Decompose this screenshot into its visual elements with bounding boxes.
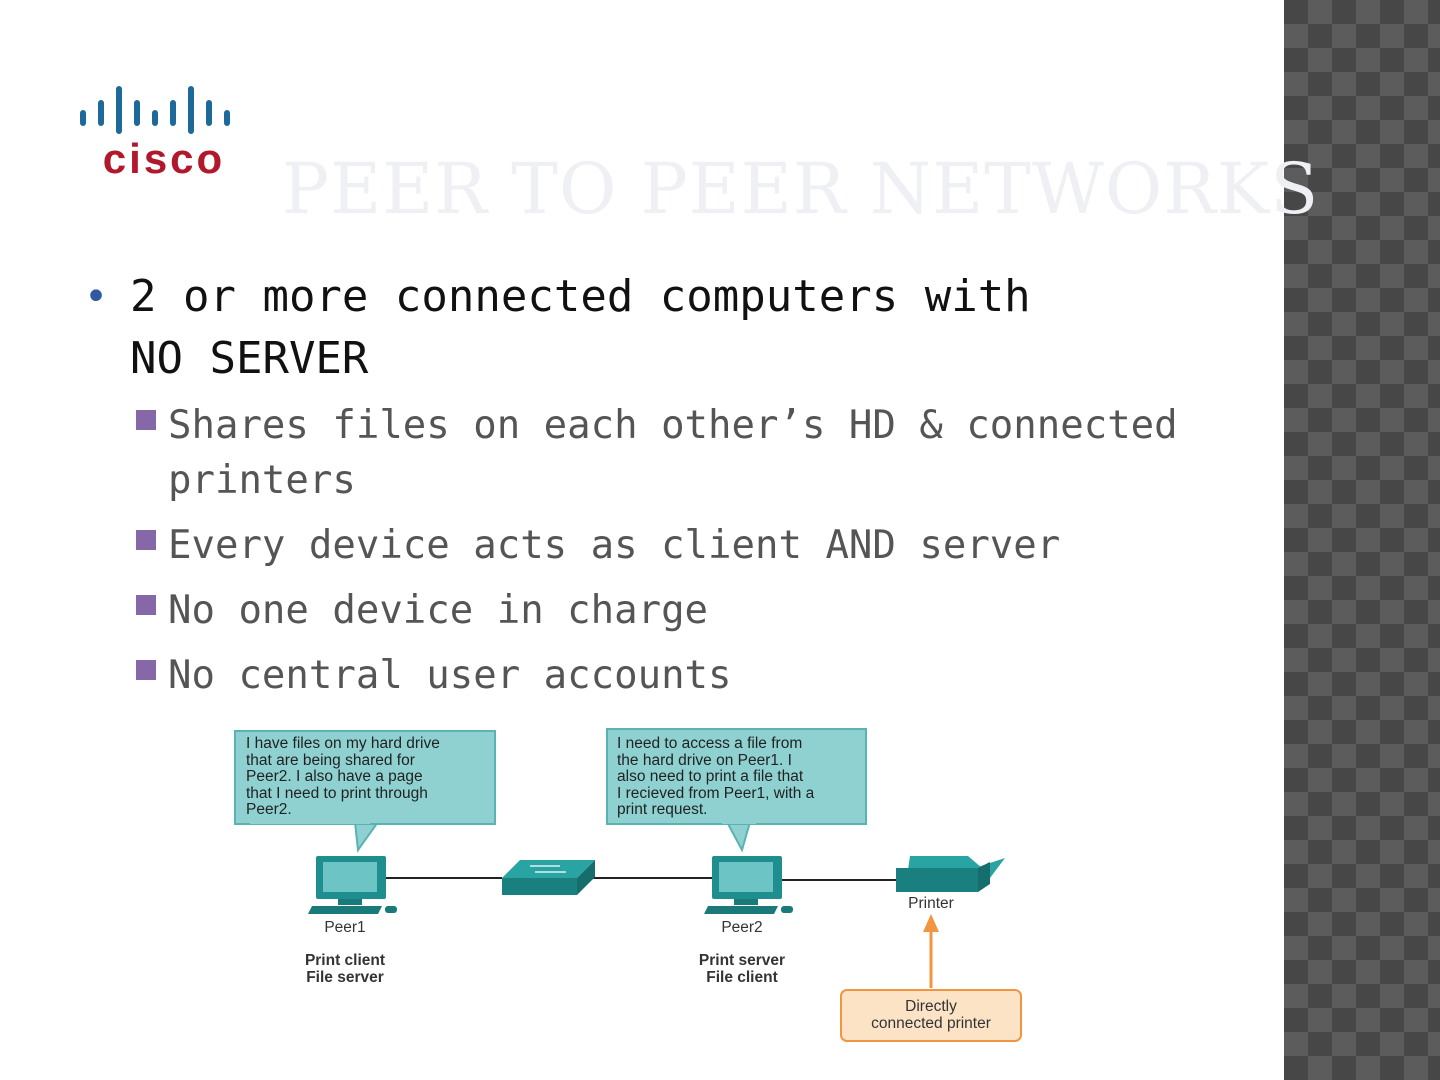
sub-bullet-line1: No one device in charge bbox=[168, 588, 709, 633]
callout-right-line: print request. bbox=[617, 801, 707, 818]
callout-right: I need to access a file from the hard dr… bbox=[606, 728, 867, 853]
square-bullet-icon bbox=[136, 660, 156, 680]
callout-left-line: Peer2. I also have a page bbox=[246, 768, 423, 785]
sub-bullet-line2: printers bbox=[168, 458, 356, 503]
sub-bullet-line1: Every device acts as client AND server bbox=[168, 523, 1061, 568]
switch-icon bbox=[502, 860, 595, 895]
arrow-head-icon bbox=[923, 914, 939, 932]
callout-left-line: Peer2. bbox=[246, 801, 292, 818]
cisco-wordmark: cisco bbox=[103, 135, 225, 180]
printer-label: Printer bbox=[908, 895, 954, 912]
sub-bullet-line1: No central user accounts bbox=[168, 653, 732, 698]
peer2-label: Peer2 bbox=[721, 919, 762, 936]
printer-note-line1: Directly bbox=[905, 998, 957, 1015]
peer2-role-file: File client bbox=[706, 969, 778, 986]
main-bullet-line2: NO SERVER bbox=[130, 333, 369, 384]
peer1-computer-icon bbox=[308, 856, 397, 914]
svg-text:I have files on my hard drive: I have files on my hard drive that are b… bbox=[246, 735, 444, 818]
square-bullet-icon bbox=[136, 595, 156, 615]
printer-note-box bbox=[840, 989, 1022, 1042]
peer1-role-file: File server bbox=[306, 969, 384, 986]
peer1-label: Peer1 bbox=[324, 919, 365, 936]
square-bullet-icon bbox=[136, 530, 156, 550]
decorative-side-pattern bbox=[1284, 0, 1440, 1080]
peer1-role-print: Print client bbox=[305, 952, 385, 969]
callout-right-line: I recieved from Peer1, with a bbox=[617, 785, 815, 802]
square-bullet-icon bbox=[136, 410, 156, 430]
slide-title: PEER TO PEER NETWORKS bbox=[282, 148, 1320, 230]
cisco-logo: cisco bbox=[80, 86, 230, 180]
peer2-role-print: Print server bbox=[699, 952, 785, 969]
callout-right-line: also need to print a file that bbox=[617, 768, 804, 785]
callout-left-line: I have files on my hard drive bbox=[246, 735, 440, 752]
peer2-computer-icon bbox=[704, 856, 793, 914]
main-bullet-line1: 2 or more connected computers with bbox=[130, 271, 1031, 322]
callout-right-line: I need to access a file from bbox=[617, 735, 802, 752]
callout-right-line: the hard drive on Peer1. I bbox=[617, 752, 792, 769]
svg-text:I need to access a file from: I need to access a file from the hard dr… bbox=[617, 735, 819, 818]
sub-bullet-line1: Shares files on each other’s HD & connec… bbox=[168, 403, 1178, 448]
callout-left-line: that I need to print through bbox=[246, 785, 428, 802]
callout-left-line: that are being shared for bbox=[246, 752, 415, 769]
printer-icon bbox=[896, 856, 1005, 892]
callout-left: I have files on my hard drive that are b… bbox=[234, 730, 496, 853]
bullet-dot-icon: • bbox=[84, 274, 109, 320]
printer-note-line2: connected printer bbox=[871, 1015, 991, 1032]
